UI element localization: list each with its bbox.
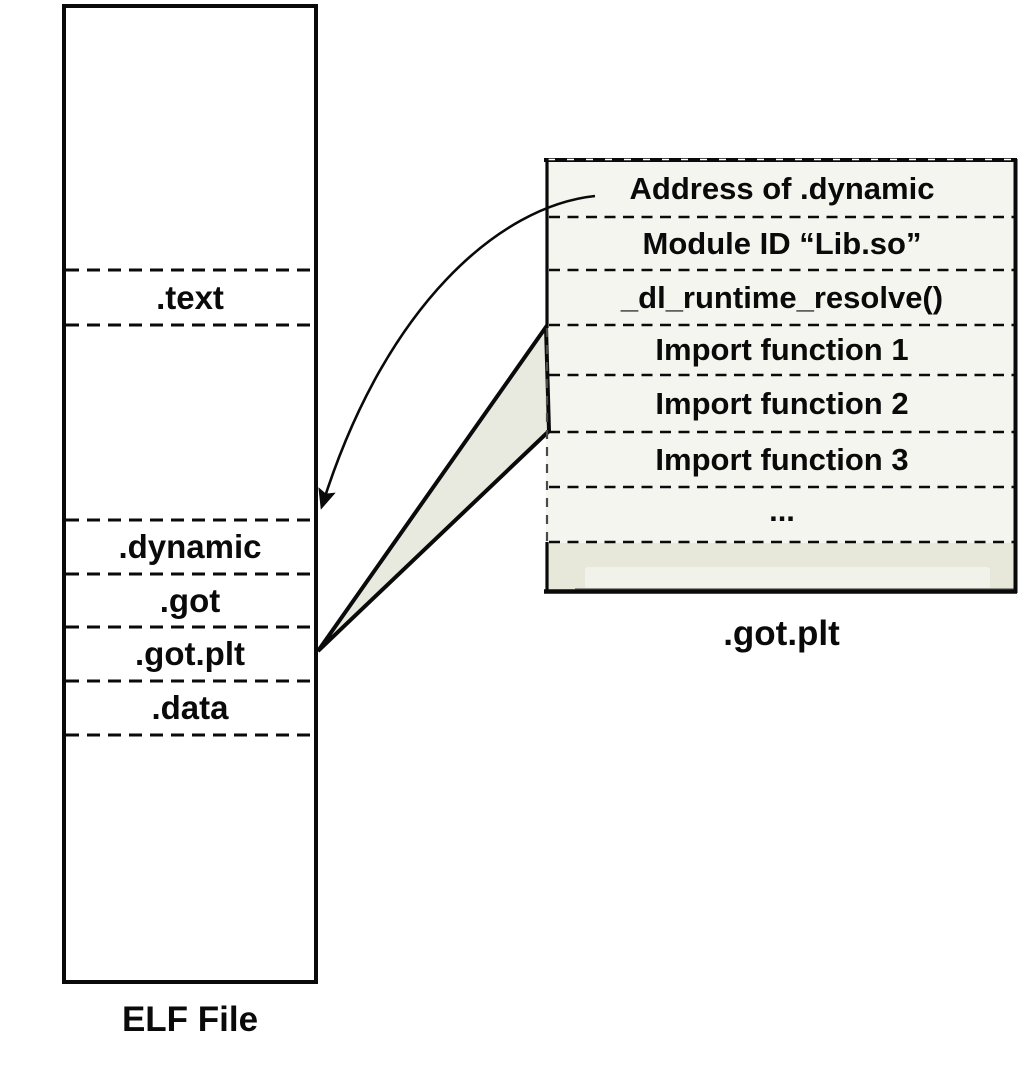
elf-section-label-dynamic: .dynamic [118, 528, 262, 565]
dynamic-pointer-arrow [318, 194, 596, 510]
gotplt-row-dl-runtime-resolve: _dl_runtime_resolve() [620, 279, 944, 315]
gotplt-row-address-of-dynamic: Address of .dynamic [629, 170, 935, 206]
elf-section-label-got: .got [159, 581, 221, 619]
gotplt-detail-box-border [544, 158, 1018, 594]
gotplt-row-import-function-3: Import function 3 [655, 441, 909, 477]
gotplt-row-ellipsis: ... [769, 492, 795, 528]
gotplt-row-module-id: Module ID “Lib.so” [642, 225, 922, 261]
elf-section-label-data: .data [151, 689, 229, 726]
elf-section-label-text: .text [156, 278, 224, 316]
gotplt-detail-caption: .got.plt [723, 614, 840, 653]
elf-file-outline [62, 4, 318, 984]
gotplt-row-dividers [549, 215, 1014, 544]
elf-section-label-gotplt: .got.plt [135, 635, 245, 672]
gotplt-row-import-function-1: Import function 1 [655, 332, 909, 367]
gotplt-row-import-function-2: Import function 2 [655, 385, 909, 421]
gotplt-zoom-beam [316, 320, 552, 653]
elf-file-caption: ELF File [121, 1000, 259, 1039]
gotplt-detail-bottom-highlight [585, 567, 990, 590]
